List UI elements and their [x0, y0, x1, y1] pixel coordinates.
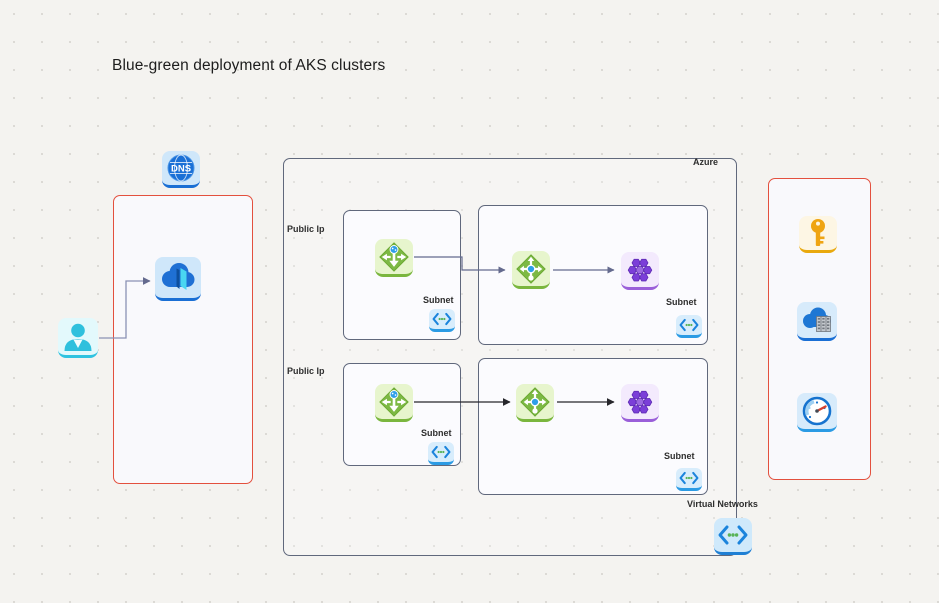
virtual-network-icon[interactable]: [714, 518, 752, 555]
subnet-label-gateway-top: Subnet: [423, 295, 454, 305]
subnet-label-cluster-bottom: Subnet: [664, 451, 695, 461]
load-balancer-glyph: [520, 386, 550, 417]
application-gateway-icon-bottom[interactable]: [375, 384, 413, 422]
aks-cluster-glyph: [627, 390, 653, 413]
cluster-subnet-box-bottom[interactable]: [478, 358, 708, 495]
public-ip-label-top: Public Ip: [287, 224, 325, 234]
application-gateway-glyph: [379, 386, 409, 417]
virtual-network-glyph: [718, 525, 748, 545]
frontdoor-group-box[interactable]: [113, 195, 253, 484]
subnet-icon-cluster-top[interactable]: [676, 315, 702, 338]
subnet-icon-gateway-bottom[interactable]: [428, 442, 454, 465]
dns-icon-text: DNS: [171, 164, 191, 175]
subnet-glyph: [679, 318, 699, 332]
key-vault-icon[interactable]: [799, 216, 837, 253]
dns-glyph: DNS: [167, 154, 195, 182]
dns-icon[interactable]: DNS: [162, 151, 200, 188]
front-door-glyph: [162, 262, 195, 290]
application-gateway-icon-top[interactable]: [375, 239, 413, 277]
subnet-label-cluster-top: Subnet: [666, 297, 697, 307]
aks-cluster-icon-top[interactable]: [621, 252, 659, 290]
monitor-gauge-glyph: [802, 396, 832, 426]
user-icon[interactable]: [58, 318, 98, 358]
application-gateway-glyph: [379, 241, 409, 272]
public-ip-label-bottom: Public Ip: [287, 366, 325, 376]
aks-cluster-icon-bottom[interactable]: [621, 384, 659, 422]
load-balancer-icon-bottom[interactable]: [516, 384, 554, 422]
page-title: Blue-green deployment of AKS clusters: [112, 57, 386, 74]
azure-group-label: Azure: [693, 157, 719, 167]
cloud-registry-icon[interactable]: [797, 302, 837, 341]
load-balancer-glyph: [516, 253, 546, 284]
subnet-glyph: [431, 445, 451, 459]
subnet-glyph: [679, 471, 699, 485]
subnet-icon-gateway-top[interactable]: [429, 309, 455, 332]
user-glyph: [64, 323, 92, 351]
key-vault-glyph: [811, 219, 825, 246]
monitor-gauge-icon[interactable]: [797, 393, 837, 432]
subnet-icon-cluster-bottom[interactable]: [676, 468, 702, 491]
cloud-registry-glyph: [803, 307, 831, 332]
subnet-label-gateway-bottom: Subnet: [421, 428, 452, 438]
load-balancer-icon-top[interactable]: [512, 251, 550, 289]
virtual-networks-label: Virtual Networks: [687, 499, 758, 509]
front-door-icon[interactable]: [155, 257, 201, 301]
subnet-glyph: [432, 312, 452, 326]
aks-cluster-glyph: [627, 258, 653, 281]
